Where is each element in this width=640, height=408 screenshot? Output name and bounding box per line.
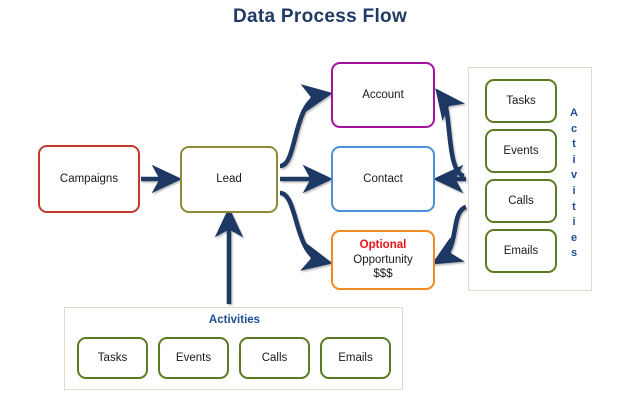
title-letter: v <box>570 169 578 182</box>
activity-item-calls[interactable]: Calls <box>485 179 557 223</box>
node-lead-label: Lead <box>216 173 242 186</box>
title-letter: A <box>570 107 578 119</box>
activity-item-events[interactable]: Events <box>485 129 557 173</box>
activity-item-tasks[interactable]: Tasks <box>485 79 557 123</box>
activity-item-label: Emails <box>503 245 539 257</box>
activity-item-emails[interactable]: Emails <box>485 229 557 273</box>
arrow-lead-to-opportunity <box>279 190 333 271</box>
node-campaigns[interactable]: Campaigns <box>38 145 140 213</box>
panel-activities-bottom-title: Activities <box>208 314 261 326</box>
panel-activities-right-title: A c t i v i t i e s <box>565 106 583 262</box>
arrow-lead-to-account <box>279 84 333 169</box>
activity-item-label: Events <box>175 352 212 364</box>
node-account-label: Account <box>362 88 404 101</box>
activity-item-emails[interactable]: Emails <box>320 337 391 379</box>
node-opportunity-amount: $$$ <box>373 268 393 281</box>
activity-item-events[interactable]: Events <box>158 337 229 379</box>
activity-item-label: Tasks <box>97 352 128 364</box>
node-lead[interactable]: Lead <box>180 146 278 213</box>
node-account[interactable]: Account <box>331 62 435 128</box>
node-campaigns-label: Campaigns <box>59 172 119 185</box>
activity-item-label: Tasks <box>506 95 536 107</box>
node-contact-label: Contact <box>363 172 403 185</box>
title-letter: i <box>572 153 576 166</box>
arrow-activities-to-account <box>435 88 466 179</box>
title-letter: i <box>572 216 576 229</box>
panel-activities-bottom: Activities Tasks Events Calls Emails <box>64 307 403 390</box>
title-letter: e <box>570 231 578 244</box>
node-contact[interactable]: Contact <box>331 146 435 212</box>
activity-item-label: Emails <box>338 352 373 364</box>
title-letter: t <box>572 138 576 151</box>
panel-activities-right: Tasks Events Calls Emails A c t i v i t … <box>468 67 592 291</box>
activity-item-label: Calls <box>508 195 534 207</box>
activity-item-label: Events <box>503 145 539 157</box>
arrow-activities-to-opportunity <box>431 204 468 265</box>
activity-item-calls[interactable]: Calls <box>239 337 310 379</box>
page-title: Data Process Flow <box>232 6 408 27</box>
activity-item-label: Calls <box>261 352 288 364</box>
node-opportunity[interactable]: Optional Opportunity $$$ <box>331 230 435 290</box>
title-letter: s <box>570 247 578 260</box>
node-opportunity-label: Opportunity <box>353 253 413 266</box>
title-letter: t <box>572 200 576 213</box>
optional-badge: Optional <box>359 239 407 252</box>
activity-item-tasks[interactable]: Tasks <box>77 337 148 379</box>
title-letter: i <box>572 185 576 198</box>
title-letter: c <box>570 122 578 135</box>
